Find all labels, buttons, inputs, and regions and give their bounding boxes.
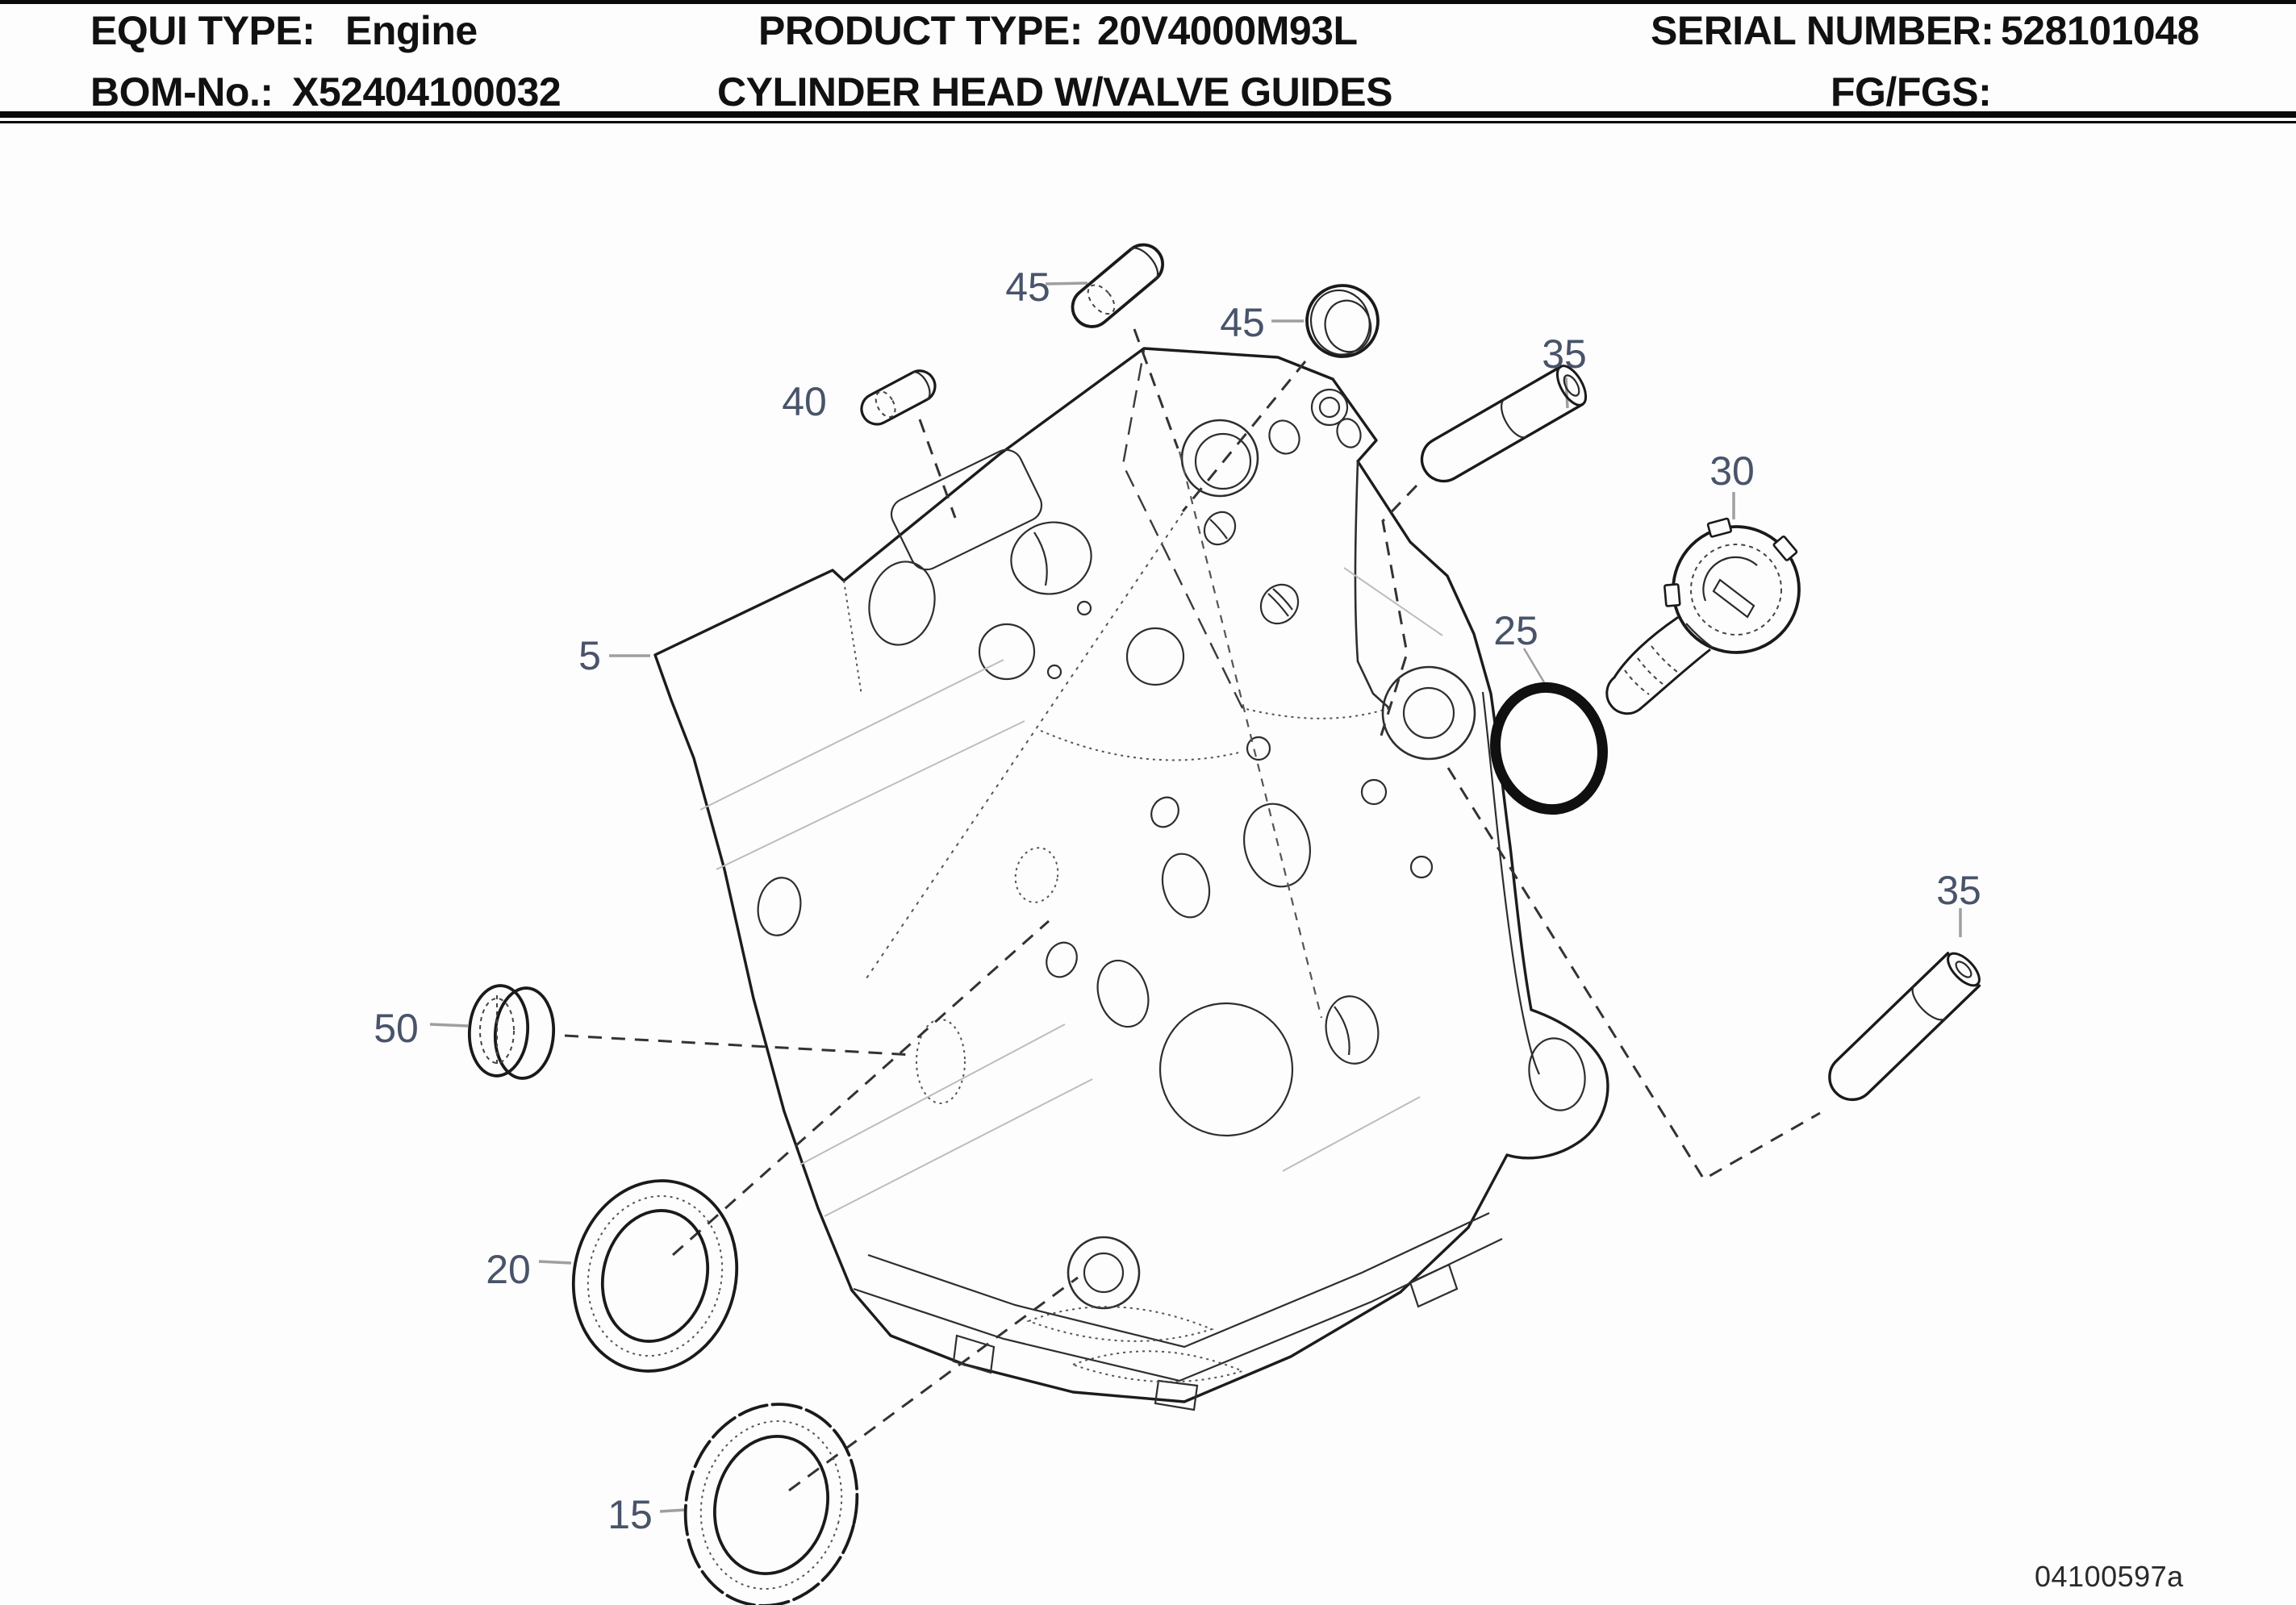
bom-number-label: BOM-No.: [90, 69, 273, 115]
top-rule [0, 0, 2296, 4]
header-rule-thick [0, 111, 2296, 118]
mounting-bosses [1067, 665, 1586, 1310]
part-o-ring-25 [1490, 682, 1608, 815]
part-valve-guide-lower [1828, 952, 1981, 1102]
leader-35-upper [1380, 484, 1418, 736]
callout-5[interactable]: 5 [578, 633, 601, 678]
cylinder-head-outline [653, 347, 1609, 1403]
header-rule-thin [0, 121, 2296, 123]
leader-35-lower [1446, 767, 1821, 1182]
equi-type-value: Engine [345, 8, 478, 53]
bottom-flange [853, 1212, 1503, 1411]
callout-45-cup[interactable]: 45 [1220, 300, 1265, 345]
combustion-chamber-circle [1158, 1002, 1294, 1137]
assembly-leader-lines [564, 328, 1821, 1492]
product-type-label: PRODUCT TYPE: [758, 8, 1083, 53]
part-screw-plug-30 [1605, 517, 1801, 715]
drawing-number: 04100597a [2035, 1560, 2184, 1593]
plug-50-bore [916, 1019, 966, 1104]
leader-50 [564, 1034, 914, 1057]
callout-20[interactable]: 20 [486, 1247, 531, 1292]
equi-type-label: EQUI TYPE: [90, 8, 315, 53]
part-sealing-ring-15 [683, 1403, 859, 1605]
fg-fgs-label: FG/FGS: [1831, 69, 1992, 115]
bom-number-value: X52404100032 [292, 69, 561, 115]
page-title: CYLINDER HEAD W/VALVE GUIDES [717, 69, 1392, 115]
left-face-features [757, 448, 1185, 1104]
leader-45-plug [1133, 328, 1179, 449]
callout-15[interactable]: 15 [607, 1492, 653, 1537]
part-cover-plug-50 [467, 984, 556, 1080]
callout-leader-lines [429, 281, 1962, 1513]
part-sealing-plug-40 [860, 369, 937, 426]
center-face-features [1040, 730, 1434, 1137]
o-ring-boss [1381, 665, 1476, 761]
serial-number-value: 528101048 [2001, 8, 2199, 53]
part-cup-plug-45 [1305, 284, 1380, 358]
valve-cover-face [1121, 349, 1390, 719]
leader-40 [918, 419, 957, 519]
callout-35-upper[interactable]: 35 [1542, 331, 1587, 377]
machining-lines [699, 567, 1443, 1217]
callout-50[interactable]: 50 [374, 1006, 419, 1051]
cylinder-head-body [653, 347, 1609, 1411]
part-sealing-plug-45 [1071, 243, 1164, 328]
leader-45-cup [1181, 361, 1307, 512]
callout-25[interactable]: 25 [1493, 608, 1538, 653]
serial-number-label: SERIAL NUMBER: [1651, 8, 1994, 53]
part-valve-guide-upper [1420, 365, 1588, 483]
part-sealing-ring-20 [571, 1179, 739, 1373]
leader-15 [788, 1276, 1079, 1492]
product-type-value: 20V4000M93L [1097, 8, 1358, 53]
callout-45-plug[interactable]: 45 [1005, 265, 1050, 310]
callout-30[interactable]: 30 [1709, 448, 1755, 494]
callout-labels: 45 45 35 40 30 25 5 35 50 20 15 [374, 265, 1981, 1537]
callout-35-lower[interactable]: 35 [1936, 868, 1981, 913]
callout-40[interactable]: 40 [782, 379, 827, 424]
leader-20 [672, 919, 1050, 1257]
